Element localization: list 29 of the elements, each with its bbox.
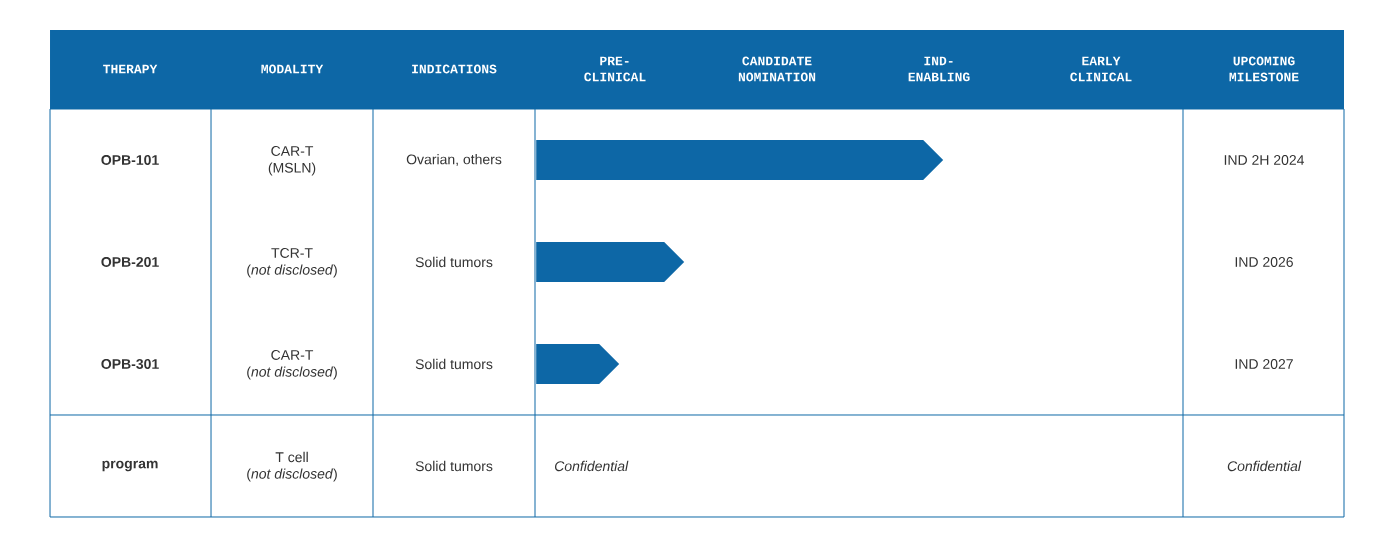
- cell-text: Confidential: [1227, 460, 1302, 472]
- column-header: THERAPY: [103, 64, 158, 74]
- progress-bar: [536, 344, 620, 384]
- therapy-name: OPB-201: [101, 257, 159, 267]
- cell-text: IND 2H 2024: [1224, 155, 1305, 165]
- column-header: EARLY CLINICAL: [1070, 56, 1132, 82]
- cell-text: Confidential: [555, 460, 629, 472]
- column-header: PRE-CLINICAL: [584, 56, 646, 82]
- column-header: IND-ENABLING: [908, 56, 970, 82]
- therapy-name: program: [102, 460, 158, 472]
- cell-text: (not disclosed): [247, 468, 337, 482]
- column-header: UPCOMING MILESTONE: [1229, 56, 1299, 82]
- cell-text: IND 2026: [1235, 257, 1293, 267]
- cell-text: CAR-T: [271, 146, 314, 156]
- therapy-name: OPB-101: [101, 155, 159, 165]
- cell-text: T cell: [275, 451, 308, 463]
- cell-text: Solid tumors: [415, 460, 493, 472]
- cell-text: IND 2027: [1235, 359, 1293, 369]
- column-header: INDICATIONS: [412, 64, 497, 74]
- column-header: MODALITY: [261, 64, 324, 74]
- cell-text: CAR-T: [271, 350, 314, 360]
- column-header: CANDIDATE NOMINATION: [738, 56, 816, 82]
- progress-bar: [536, 140, 944, 180]
- cell-text: (not disclosed): [247, 264, 337, 278]
- cell-text: TCR-T: [271, 248, 313, 258]
- cell-text: (not disclosed): [247, 366, 337, 380]
- progress-bar: [536, 242, 685, 282]
- therapy-name: OPB-301: [101, 359, 159, 369]
- cell-text: (MSLN): [268, 162, 316, 176]
